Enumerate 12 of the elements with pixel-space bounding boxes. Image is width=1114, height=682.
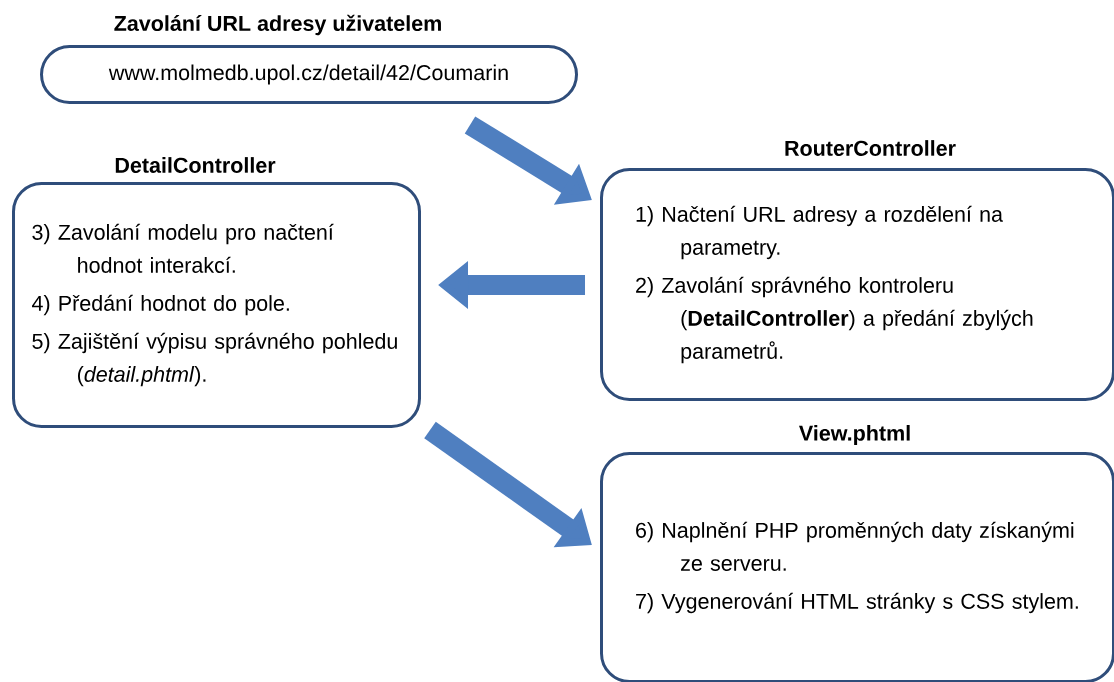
box-heading: DetailController	[115, 157, 276, 173]
box-heading: Zavolání URL adresy uživatelem	[114, 14, 441, 36]
list-item: 6) Naplnění PHP proměnných daty získanými ze serveru.	[636, 521, 1074, 571]
list-item: 1) Načtení URL adresy a rozdělení na parametry.	[636, 205, 1003, 260]
list-item: 2) Zavolání správného kontroleru (DetailController) a předání zbylých parametrů.	[636, 276, 1033, 364]
box-heading: RouterController	[785, 140, 956, 156]
list-item: 3) Zavolání modelu pro načtení hodnot interakcí.	[32, 223, 334, 273]
url-text: www.molmedb.upol.cz/detail/42/Coumarin	[108, 64, 508, 85]
list-item: 5) Zajištění výpisu správného pohledu (detail.phtml).	[32, 332, 397, 387]
box-heading: View.phtml	[799, 425, 910, 445]
list-item: 4) Předání hodnot do pole.	[32, 294, 289, 316]
list-item: 7) Vygenerování HTML stránky s CSS stylem.	[636, 592, 1078, 614]
